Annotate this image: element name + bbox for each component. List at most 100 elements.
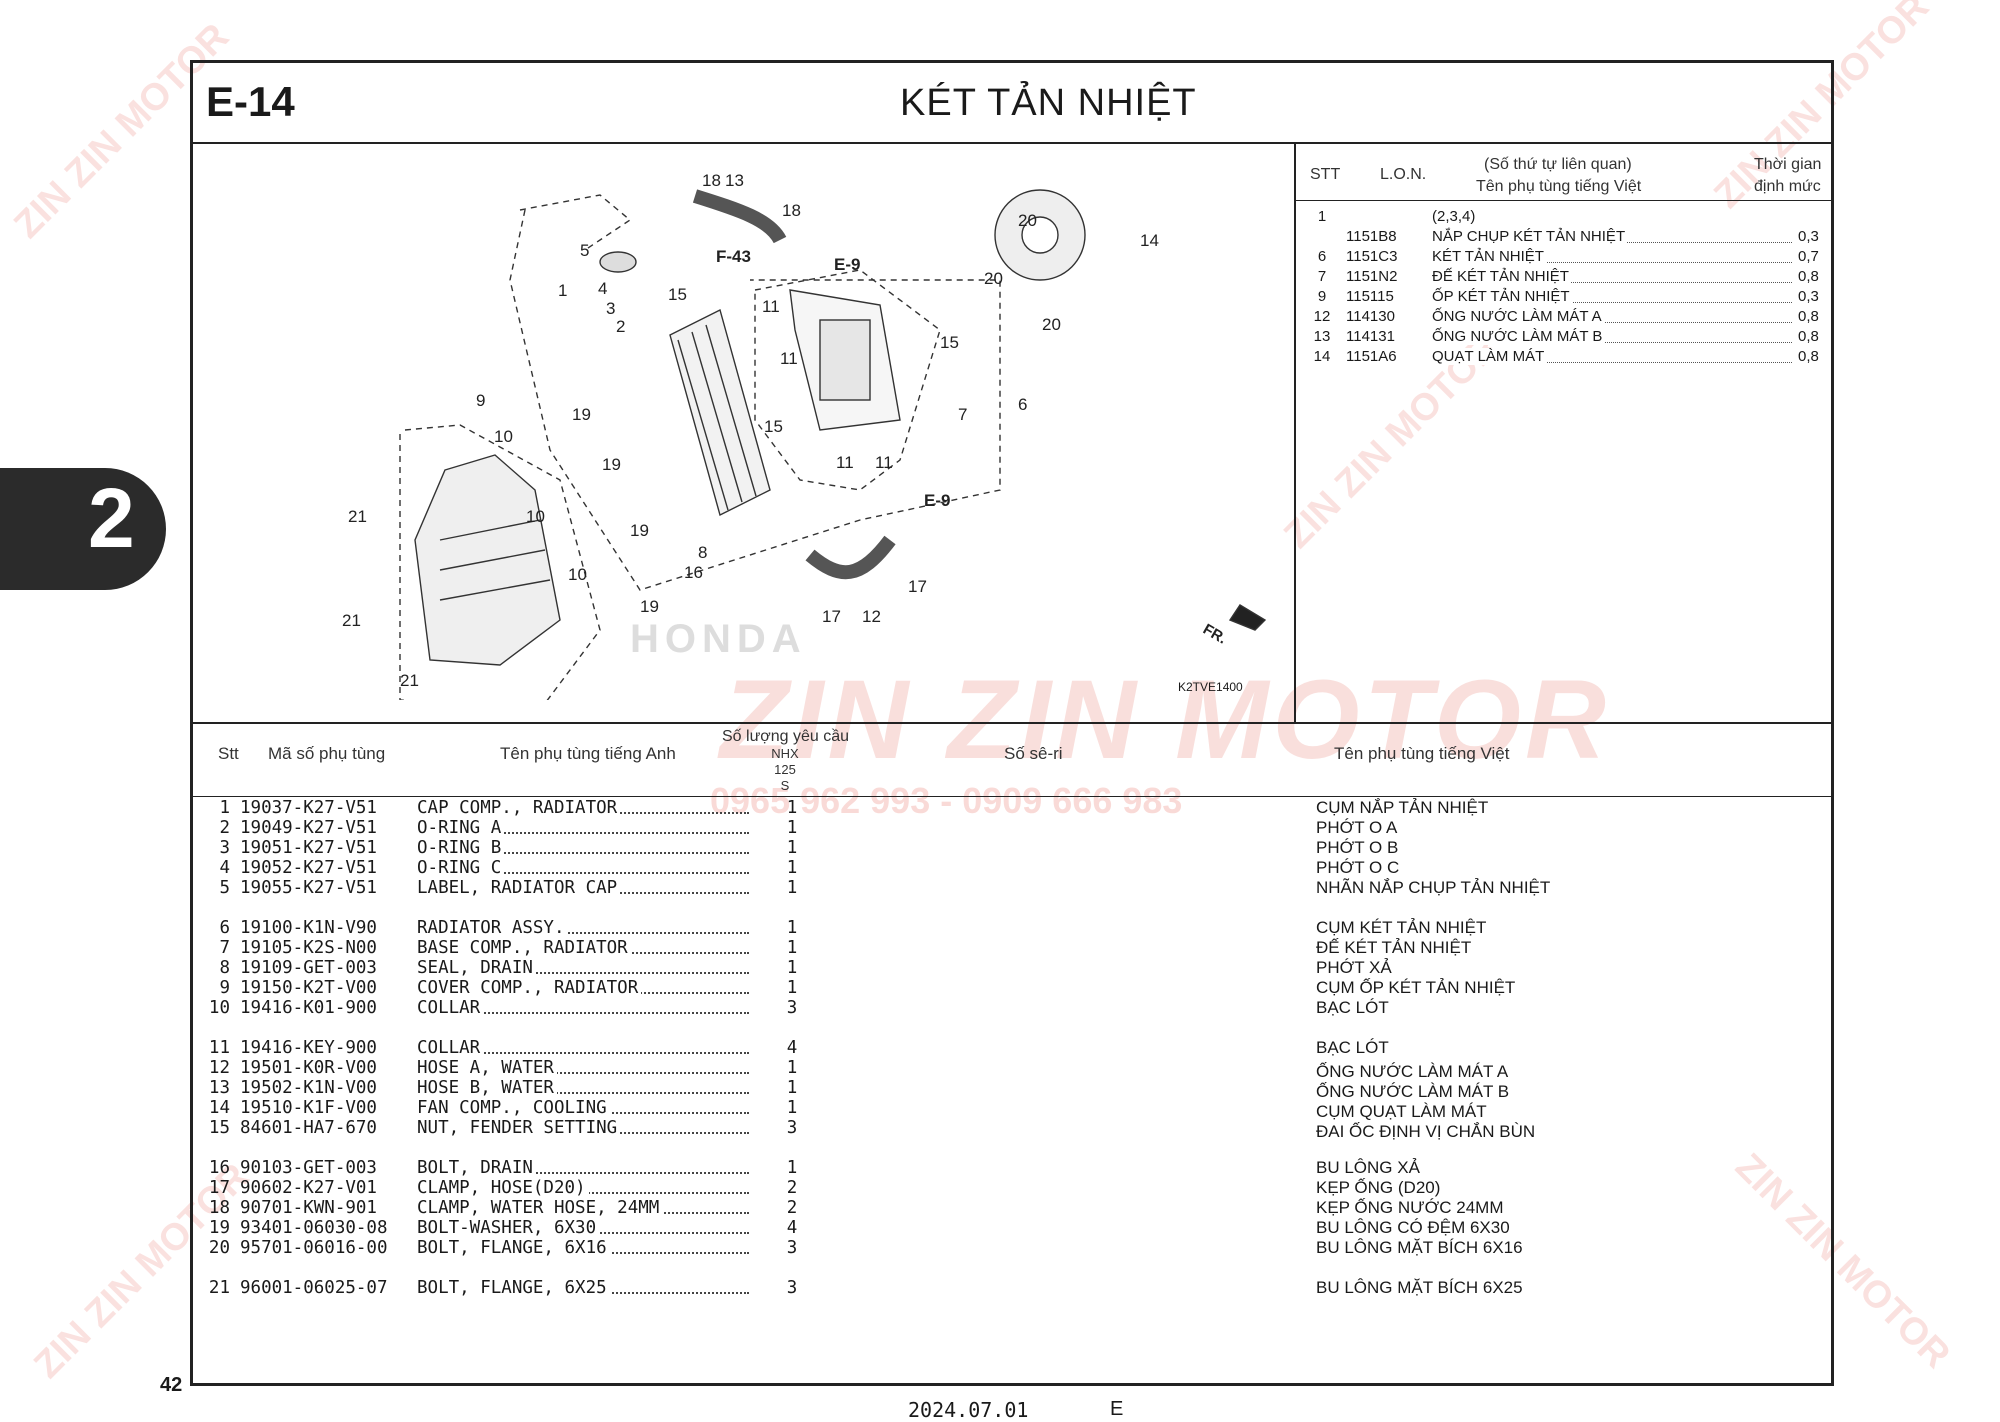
footer-date: 2024.07.01 <box>908 1398 1029 1422</box>
part-number: 19052-K27-V51 <box>240 858 377 878</box>
part-index: 18 <box>208 1198 230 1218</box>
part-quantity: 1 <box>786 858 798 878</box>
labour-time: 0,7 <box>1798 248 1819 265</box>
labour-header-related: (Số thứ tự liên quan) <box>1484 156 1632 173</box>
labour-lon: 1151A6 <box>1346 348 1397 365</box>
part-dot-leader <box>417 1052 749 1054</box>
callout-19-a: 19 <box>572 405 591 424</box>
part-name-en: RADIATOR ASSY. <box>417 918 568 938</box>
labour-header-lon: L.O.N. <box>1380 166 1427 183</box>
radiator-fin-2 <box>691 331 743 503</box>
callout-21-b: 21 <box>342 611 361 630</box>
labour-stt: 12 <box>1313 308 1331 325</box>
part-name-en: HOSE B, WATER <box>417 1078 557 1098</box>
part-dot-leader <box>417 852 749 854</box>
part-name-vn: KẸP ỐNG NƯỚC 24MM <box>1316 1198 1504 1217</box>
part-number: 95701-06016-00 <box>240 1238 388 1258</box>
parts-header-divider <box>190 796 1834 797</box>
hose-a-shape <box>805 535 896 580</box>
part-name-en: SEAL, DRAIN <box>417 958 536 978</box>
callout-10-b: 10 <box>526 507 545 526</box>
part-quantity: 4 <box>786 1038 798 1058</box>
labour-row: 12 114130 ỐNG NƯỚC LÀM MÁT A 0,8 <box>1310 308 1830 328</box>
part-dot-leader <box>417 872 749 874</box>
labour-time: 0,3 <box>1798 288 1819 305</box>
cover-rib-1 <box>439 519 541 541</box>
part-quantity: 3 <box>786 998 798 1018</box>
part-index: 9 <box>219 978 230 998</box>
callout-19-b: 19 <box>602 455 621 474</box>
part-index: 3 <box>219 838 230 858</box>
labour-dots <box>1432 342 1792 343</box>
labour-stt: 1 <box>1317 208 1327 225</box>
callout-16: 16 <box>684 563 703 582</box>
labour-lon: 1151B8 <box>1346 228 1397 245</box>
part-number: 93401-06030-08 <box>240 1218 388 1238</box>
labour-header-divider <box>1296 200 1834 201</box>
part-index: 11 <box>208 1038 230 1058</box>
part-quantity: 1 <box>786 798 798 818</box>
parts-header-qty-model3: S <box>780 778 790 793</box>
part-name-en: BOLT, FLANGE, 6X25 <box>417 1278 610 1298</box>
part-index: 20 <box>208 1238 230 1258</box>
part-index: 17 <box>208 1178 230 1198</box>
part-quantity: 1 <box>786 818 798 838</box>
labour-name: ỐNG NƯỚC LÀM MÁT B <box>1432 328 1605 345</box>
callout-2: 2 <box>616 317 625 336</box>
labour-dots <box>1432 362 1792 363</box>
part-name-en: HOSE A, WATER <box>417 1058 557 1078</box>
part-dot-leader <box>417 1092 749 1094</box>
part-quantity: 2 <box>786 1198 798 1218</box>
part-quantity: 3 <box>786 1238 798 1258</box>
part-name-vn: BU LÔNG CÓ ĐỆM 6X30 <box>1316 1218 1510 1237</box>
part-name-en: BOLT-WASHER, 6X30 <box>417 1218 600 1238</box>
part-name-vn: PHỚT O B <box>1316 838 1399 857</box>
parts-header-qty: Số lượng yêu cầu <box>722 728 850 745</box>
labour-lon: 114131 <box>1346 328 1395 345</box>
footer-edition: E <box>1110 1398 1124 1420</box>
part-name-en: O-RING A <box>417 818 505 838</box>
part-name-vn: CỤM KÉT TẢN NHIỆT <box>1316 918 1487 937</box>
part-dot-leader <box>417 972 749 974</box>
parts-header-name-en: Tên phụ tùng tiếng Anh <box>500 744 676 763</box>
callout-7: 7 <box>958 405 967 424</box>
part-index: 15 <box>208 1118 230 1138</box>
labour-name: NẮP CHỤP KÉT TẢN NHIỆT <box>1432 228 1628 245</box>
callout-11-b: 11 <box>780 349 798 368</box>
part-number: 19051-K27-V51 <box>240 838 377 858</box>
part-number: 19049-K27-V51 <box>240 818 377 838</box>
labour-lon: 114130 <box>1346 308 1395 325</box>
part-name-en: BOLT, FLANGE, 6X16 <box>417 1238 610 1258</box>
labour-lon: 115115 <box>1346 288 1394 305</box>
callout-3: 3 <box>606 299 615 318</box>
labour-time: 0,8 <box>1798 268 1819 285</box>
callout-9: 9 <box>476 391 485 410</box>
labour-row: 6 1151C3 KÉT TẢN NHIỆT 0,7 <box>1310 248 1830 268</box>
section-code: E-14 <box>206 78 295 125</box>
callout-17-a: 17 <box>822 607 841 626</box>
diagram-drawing: 18 13 18 5 1 4 3 2 15 20 14 20 20 11 11 … <box>342 171 1267 711</box>
callout-19-c: 19 <box>630 521 649 540</box>
callout-15-b: 15 <box>940 333 959 352</box>
part-number: 84601-HA7-670 <box>240 1118 377 1138</box>
labour-time: 0,8 <box>1798 308 1819 325</box>
front-arrow-shape <box>1228 604 1267 631</box>
labour-lon: 1151N2 <box>1346 268 1398 285</box>
radiator-core-shape <box>669 308 771 517</box>
radiator-fin-3 <box>705 324 757 497</box>
part-quantity: 4 <box>786 1218 798 1238</box>
part-quantity: 2 <box>786 1178 798 1198</box>
callout-11-c: 11 <box>836 453 854 472</box>
part-number: 19109-GET-003 <box>240 958 377 978</box>
part-name-vn: BU LÔNG MẶT BÍCH 6X16 <box>1316 1238 1523 1257</box>
callout-17-b: 17 <box>908 577 927 596</box>
part-number: 90701-KWN-901 <box>240 1198 377 1218</box>
